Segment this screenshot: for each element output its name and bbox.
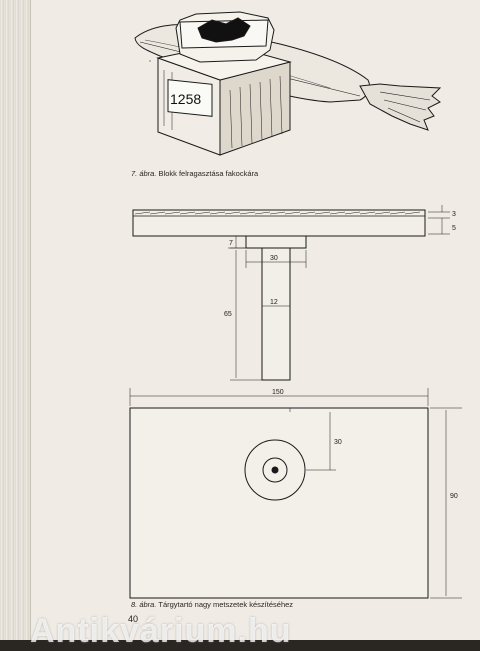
figure-8-caption-text: Tárgytartó nagy metszetek készítéséhez xyxy=(158,600,294,609)
block-number-label: 1258 xyxy=(170,91,201,107)
page-number: 40 xyxy=(128,614,139,624)
dim-flange-width: 30 xyxy=(270,255,278,262)
dim-plate-thickness: 5 xyxy=(452,225,456,232)
page-edge-stack xyxy=(0,0,31,640)
dim-neck: 7 xyxy=(229,240,233,247)
dim-plate-width: 150 xyxy=(272,389,284,396)
figure-7-drawing xyxy=(134,11,442,156)
dim-stem-height: 65 xyxy=(224,311,232,318)
dim-stem-width: 12 xyxy=(270,299,278,306)
figure-8-caption: 8. ábra. Tárgytartó nagy metszetek készí… xyxy=(131,600,293,609)
figure-7-caption-number: 7. ábra. xyxy=(131,169,157,178)
figure-8-drawing xyxy=(129,205,462,599)
figure-7-caption: 7. ábra. Blokk felragasztása fakockára xyxy=(131,169,258,178)
dim-top-thickness: 3 xyxy=(452,211,456,218)
watermark-text: Antikvárium.hu xyxy=(30,612,292,650)
dim-hole-offset: 30 xyxy=(334,439,342,446)
figure-7-caption-text: Blokk felragasztása fakockára xyxy=(158,169,259,178)
figure-8-caption-number: 8. ábra. xyxy=(131,600,157,609)
dim-plate-height: 90 xyxy=(450,493,458,500)
